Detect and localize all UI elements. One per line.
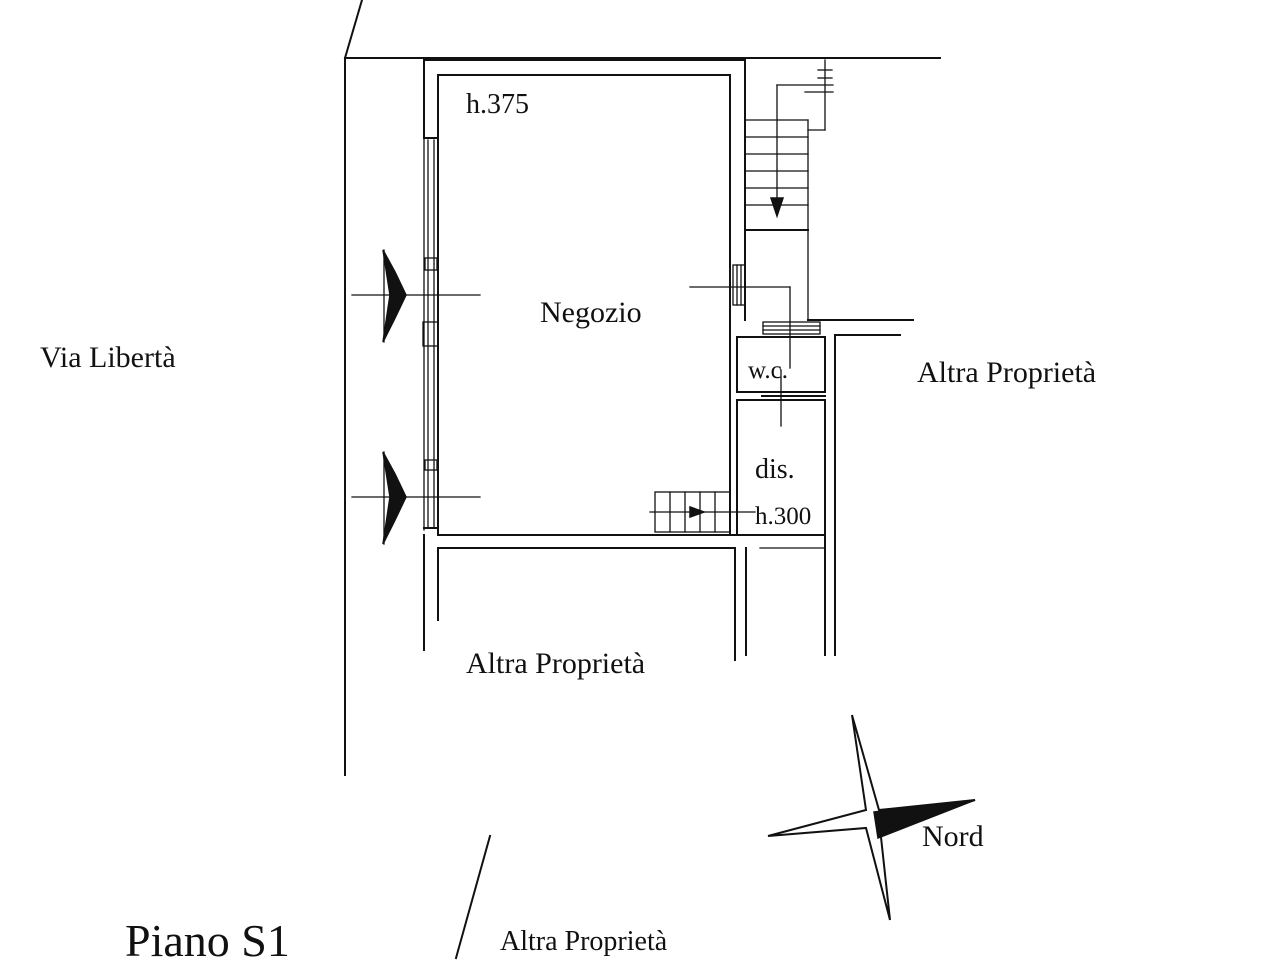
other-property-bottom-label: Altra Proprietà — [466, 647, 645, 680]
entrance-upper — [351, 249, 481, 343]
north-compass — [767, 714, 976, 921]
internal-steps — [649, 491, 756, 536]
lower-walls — [423, 534, 826, 661]
shop-walls — [423, 59, 746, 536]
hallway-label: dis. — [755, 454, 795, 485]
boundary-diagonal-top — [343, 0, 364, 60]
entrance-lower — [351, 451, 481, 545]
door-jamb — [732, 264, 746, 306]
service-area — [736, 319, 914, 656]
site-boundary — [343, 0, 941, 960]
compass-north-arm — [873, 799, 976, 840]
other-property-right-label: Altra Proprietà — [917, 356, 1096, 389]
stair-arrow-head — [769, 197, 785, 219]
compass-star — [767, 714, 976, 921]
floor-label: Piano S1 — [125, 915, 290, 960]
room-shop-label: Negozio — [540, 296, 642, 329]
entrance-arrow — [382, 451, 407, 545]
labels: h.375 Negozio Via Libertà w.c. Altra Pro… — [40, 89, 1096, 960]
height-secondary-label: h.300 — [755, 503, 811, 530]
north-label: Nord — [922, 820, 984, 853]
window-mullion — [422, 321, 439, 347]
street-label: Via Libertà — [40, 341, 176, 374]
staircase — [744, 59, 834, 321]
steps-arrow-head — [689, 505, 707, 519]
window-mullion — [424, 257, 438, 271]
other-property-far-label: Altra Proprietà — [500, 926, 668, 957]
door-hatched — [762, 321, 821, 335]
boundary-diagonal-bottom — [454, 834, 492, 960]
window-mullion — [424, 459, 438, 471]
height-main-label: h.375 — [466, 89, 529, 120]
wc-label: w.c. — [748, 357, 788, 384]
entrance-arrow — [382, 249, 407, 343]
facade-windows — [422, 137, 439, 531]
side-door — [689, 264, 791, 369]
